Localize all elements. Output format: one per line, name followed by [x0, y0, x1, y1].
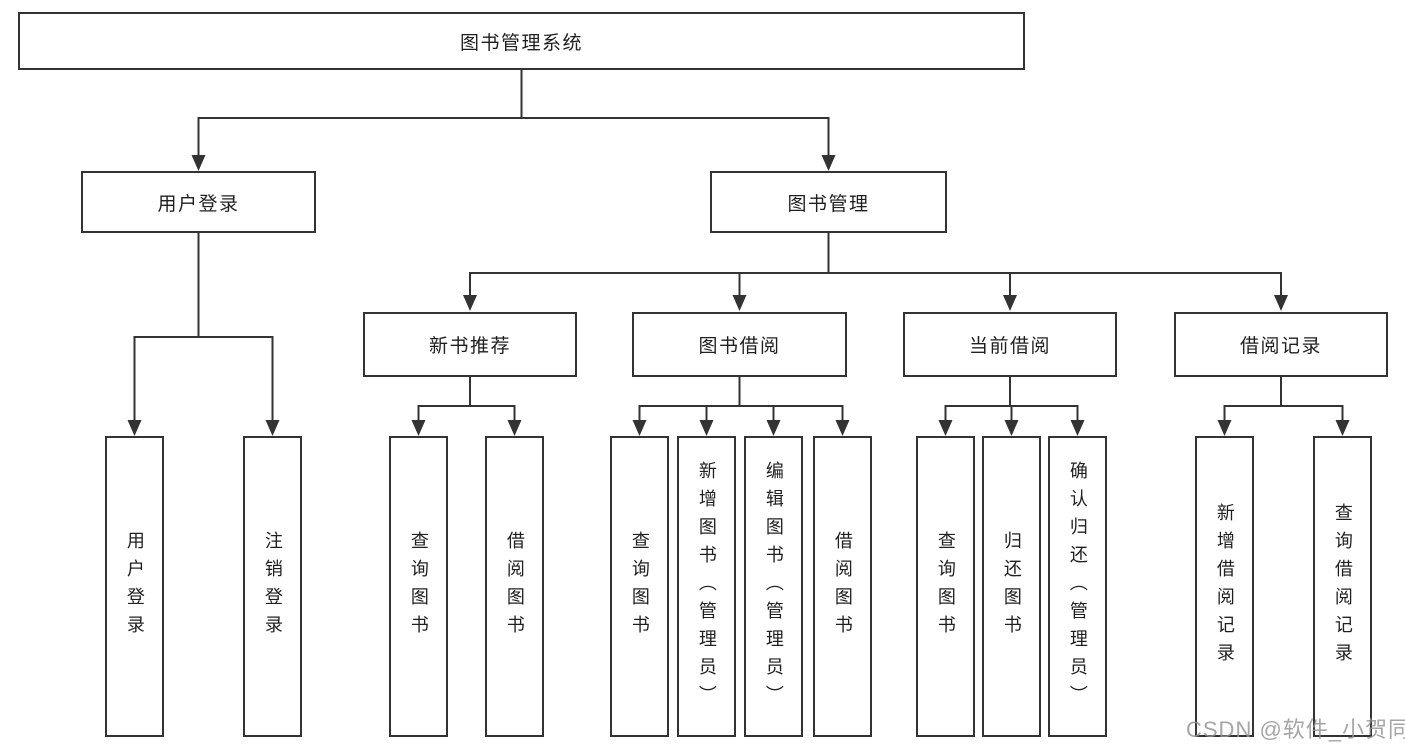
node-borrowing-records: 借阅记录	[1174, 312, 1388, 377]
leaf-query-borrow-record: 查询借阅记录	[1313, 436, 1372, 737]
node-new-book-recommendation: 新书推荐	[363, 312, 577, 377]
leaf-confirm-return-admin: 确认归还（管理员）	[1048, 436, 1107, 737]
leaf-query-books-borrowing: 查询图书	[610, 436, 669, 737]
leaf-borrow-books-recommend: 借阅图书	[485, 436, 544, 737]
leaf-add-borrow-record: 新增借阅记录	[1195, 436, 1254, 737]
leaf-add-books-admin: 新增图书（管理员）	[677, 436, 736, 737]
node-current-borrowing: 当前借阅	[903, 312, 1117, 377]
csdn-watermark: CSDN @软件_小贺同学	[1186, 717, 1405, 742]
leaf-query-books-current: 查询图书	[916, 436, 975, 737]
node-library-management-system: 图书管理系统	[18, 12, 1025, 70]
node-user-login: 用户登录	[81, 171, 316, 233]
leaf-query-books-recommend: 查询图书	[389, 436, 448, 737]
leaf-return-books: 归还图书	[982, 436, 1041, 737]
leaf-logout-login: 注销登录	[243, 436, 302, 737]
leaf-user-login: 用户登录	[105, 436, 164, 737]
node-book-borrowing: 图书借阅	[632, 312, 847, 377]
leaf-borrow-books-borrowing: 借阅图书	[813, 436, 872, 737]
node-book-management: 图书管理	[710, 171, 947, 233]
leaf-edit-books-admin: 编辑图书（管理员）	[744, 436, 803, 737]
